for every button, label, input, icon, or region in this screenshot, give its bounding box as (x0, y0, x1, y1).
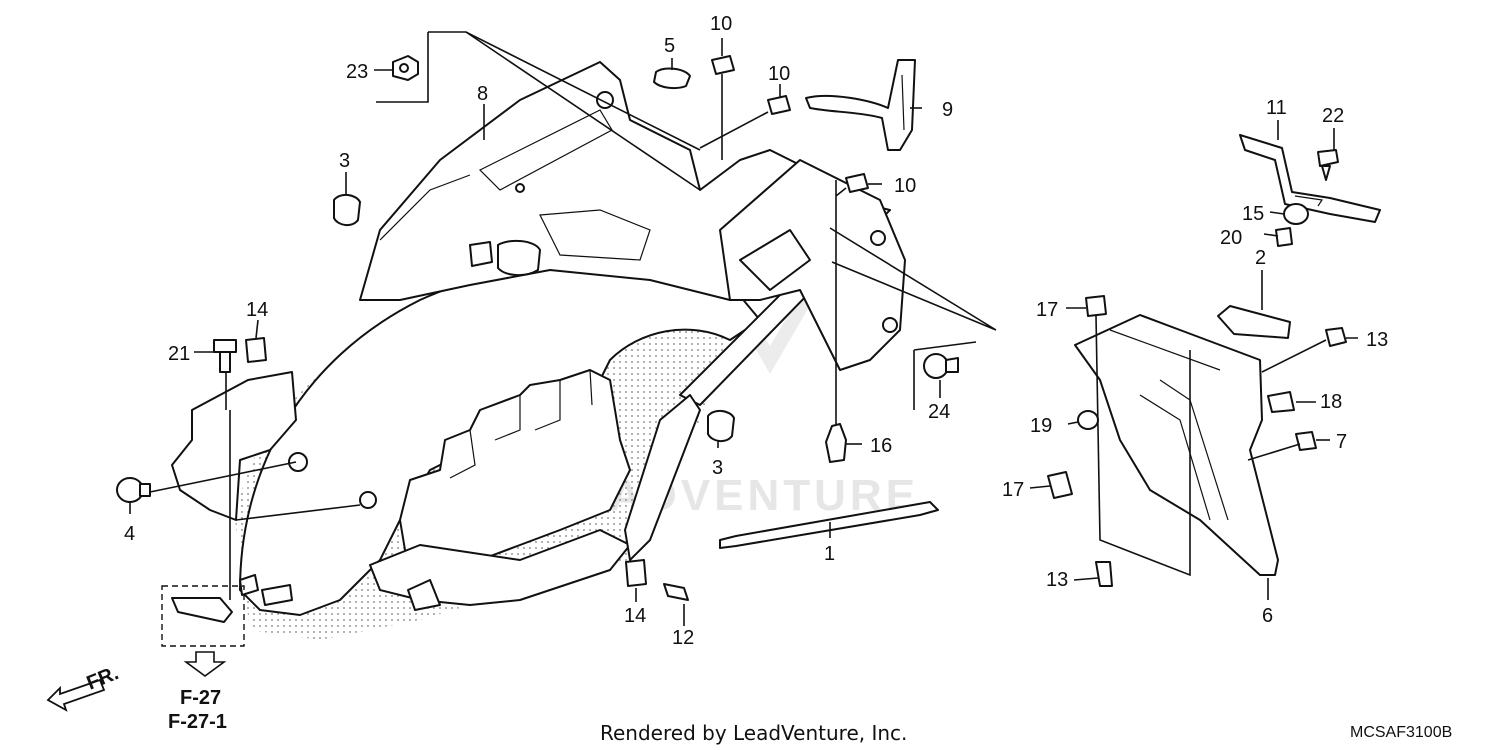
grommet-5 (653, 67, 691, 90)
bolt-22 (1317, 149, 1339, 181)
reference-part (171, 597, 233, 623)
callout-10-top: 10 (710, 13, 732, 35)
callout-18: 18 (1320, 391, 1342, 413)
collar-18 (1267, 391, 1295, 413)
reference-box (161, 585, 245, 647)
reference-arrow-icon (183, 651, 227, 677)
pad-2 (1217, 305, 1291, 339)
callout-7: 7 (1336, 431, 1347, 453)
footer-credit: Rendered by LeadVenture, Inc. (600, 721, 907, 745)
grommet-3-upper (333, 194, 361, 226)
splash-guard-6 (1074, 314, 1279, 576)
reference-label-2: F-27-1 (168, 711, 227, 733)
callout-16: 16 (870, 435, 892, 457)
front-label: FR. (84, 662, 122, 694)
clip-10-top (711, 55, 735, 75)
nut-20 (1275, 227, 1293, 247)
screw-13-upper (1325, 327, 1347, 347)
rivet-24 (923, 353, 959, 379)
callout-10-mid: 10 (768, 63, 790, 85)
collar-15 (1283, 203, 1309, 225)
callout-3-upper: 3 (339, 150, 350, 172)
callout-24: 24 (928, 401, 950, 423)
callout-labels: 1 2 3 3 4 5 6 7 8 9 10 10 10 11 12 13 13… (124, 13, 1388, 649)
bracket-11 (1239, 134, 1381, 223)
callout-17-bottom: 17 (1002, 479, 1024, 501)
screw-13-lower (1095, 561, 1113, 587)
callout-5: 5 (664, 35, 675, 57)
callout-8: 8 (477, 83, 488, 105)
nut-clip-14-right (625, 559, 647, 587)
diagram-code: MCSAF3100B (1350, 724, 1452, 741)
callout-12: 12 (672, 627, 694, 649)
callout-6: 6 (1262, 605, 1273, 627)
clip-17-top (1085, 295, 1107, 317)
callout-14-left: 14 (246, 299, 268, 321)
callout-13-upper: 13 (1366, 329, 1388, 351)
callout-3-lower: 3 (712, 457, 723, 479)
bolt-21 (213, 339, 237, 373)
callout-21: 21 (168, 343, 190, 365)
inner-panel-left (171, 371, 297, 521)
callout-10-low: 10 (894, 175, 916, 197)
callout-2: 2 (1255, 247, 1266, 269)
nut-7 (1295, 431, 1317, 451)
callout-4: 4 (124, 523, 135, 545)
front-arrow-icon (46, 678, 106, 712)
callout-22: 22 (1322, 105, 1344, 127)
callout-14-right: 14 (624, 605, 646, 627)
rivet-19 (1077, 410, 1099, 430)
rivet-4 (116, 477, 151, 503)
callout-19: 19 (1030, 415, 1052, 437)
nut-clip-14-left (245, 337, 267, 363)
rear-fender-assembly (235, 61, 906, 640)
bolt-23 (392, 55, 419, 81)
callout-15: 15 (1242, 203, 1264, 225)
callout-11: 11 (1266, 97, 1287, 119)
clip-10-low (845, 173, 869, 193)
callout-13-lower: 13 (1046, 569, 1068, 591)
grommet-3-lower (707, 410, 735, 442)
callout-1: 1 (824, 543, 835, 565)
screw-12 (663, 583, 689, 601)
clip-10-mid (767, 95, 791, 115)
callout-23: 23 (346, 61, 368, 83)
leader-lines (129, 31, 1358, 626)
callout-17-top: 17 (1036, 299, 1058, 321)
reference-label-1: F-27 (180, 687, 221, 709)
clip-17-bottom (1047, 471, 1073, 499)
callout-20: 20 (1220, 227, 1242, 249)
bracket-9 (805, 59, 916, 151)
rod-1 (719, 501, 939, 549)
callout-9: 9 (942, 99, 953, 121)
fitting-16 (825, 423, 847, 463)
